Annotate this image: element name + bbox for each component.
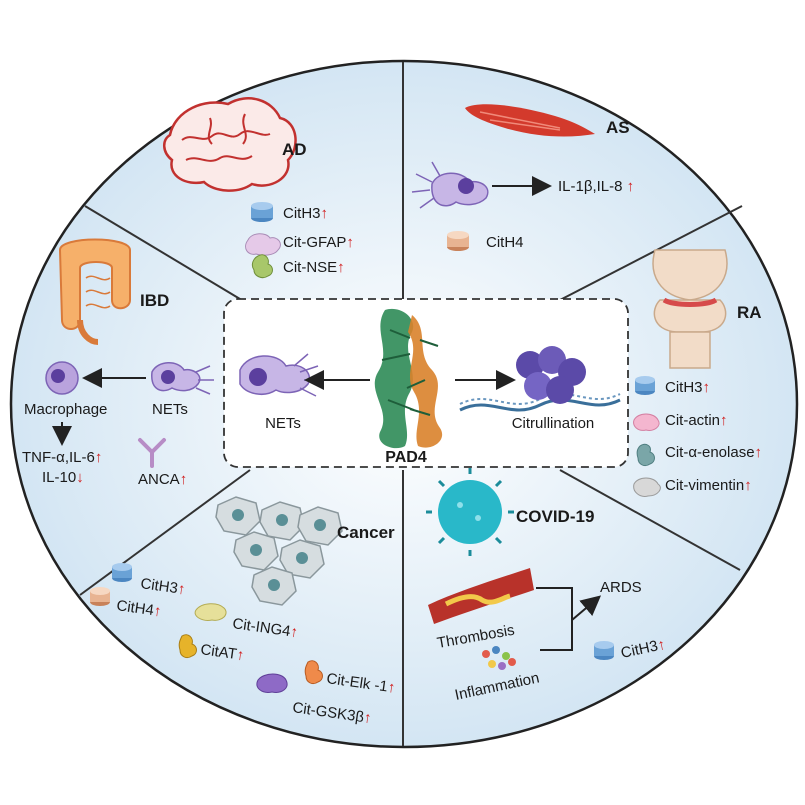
antibody-icon [138, 438, 166, 468]
ibd-cytokines-down: IL-10↓ [42, 469, 84, 486]
knee-joint-icon [652, 249, 728, 369]
ibd-nets-cell-icon [151, 362, 214, 395]
as-title: AS [606, 118, 630, 137]
enolase-blob-icon [636, 443, 655, 467]
brain-icon [163, 97, 297, 192]
covid-ards-label: ARDS [600, 579, 642, 596]
ad-marker-0: CitH3↑ [283, 205, 328, 222]
pad4-protein-icon [374, 308, 443, 449]
blood-vessel-icon [428, 568, 534, 624]
ibd-macrophage-label: Macrophage [24, 401, 107, 418]
actin-blob-icon [633, 413, 660, 431]
ibd-anca-label: ANCA↑ [138, 471, 187, 488]
vimentin-blob-icon [633, 477, 661, 497]
cancer-cell-nuclei [232, 509, 326, 591]
inflammation-cells-icon [482, 646, 516, 670]
citrullination-label: Citrullination [512, 415, 595, 432]
gfap-blob-icon [245, 233, 281, 256]
ibd-cytokines-up: TNF-α,IL-6↑ [22, 449, 102, 466]
sector-dividers [79, 62, 743, 746]
cancer-marker-3: CitAT↑ [199, 641, 245, 664]
ra-title: RA [737, 303, 762, 322]
ra-marker-3: Cit-vimentin↑ [665, 477, 752, 494]
ad-marker-1: Cit-GFAP↑ [283, 234, 354, 251]
nse-blob-icon [251, 254, 273, 279]
covid-cith3-icon [594, 641, 614, 660]
ra-marker-0: CitH3↑ [665, 379, 710, 396]
cith4-stack-icon [447, 231, 469, 251]
covid-title: COVID-19 [516, 507, 594, 526]
intestine-icon [58, 238, 131, 345]
ing4-blob-icon [194, 603, 227, 621]
ibd-nets-label: NETs [152, 401, 188, 418]
at-blob-icon [178, 634, 197, 659]
artery-muscle-icon [465, 104, 595, 137]
as-output-label: IL-1β,IL-8 ↑ [558, 178, 634, 195]
ibd-title: IBD [140, 291, 169, 310]
ra-marker-1: Cit-actin↑ [665, 412, 728, 429]
covid-bracket-arrows [536, 587, 602, 651]
cancer-cith3-icon [112, 563, 132, 582]
center-nets-label: NETs [265, 415, 301, 432]
cancer-title: Cancer [337, 523, 395, 542]
ra-cith3-icon [635, 376, 655, 395]
cancer-marker-1: CitH4↑ [115, 597, 162, 620]
elk1-blob-icon [304, 660, 323, 685]
macrophage-icon [45, 361, 79, 395]
as-marker-label: CitH4 [486, 234, 524, 251]
nucleosome-icon [459, 346, 621, 412]
ra-marker-2: Cit-α-enolase↑ [665, 444, 762, 461]
cancer-marker-0: CitH3↑ [139, 575, 186, 598]
ad-title: AD [282, 140, 307, 159]
as-nets-cell-icon [411, 161, 489, 209]
cith3-stack-icon [251, 202, 273, 222]
virus-icon [426, 468, 514, 556]
pad4-label: PAD4 [385, 449, 427, 466]
cancer-cith4-icon [90, 587, 110, 606]
gsk3b-blob-icon [256, 673, 288, 693]
ad-marker-2: Cit-NSE↑ [283, 259, 345, 276]
